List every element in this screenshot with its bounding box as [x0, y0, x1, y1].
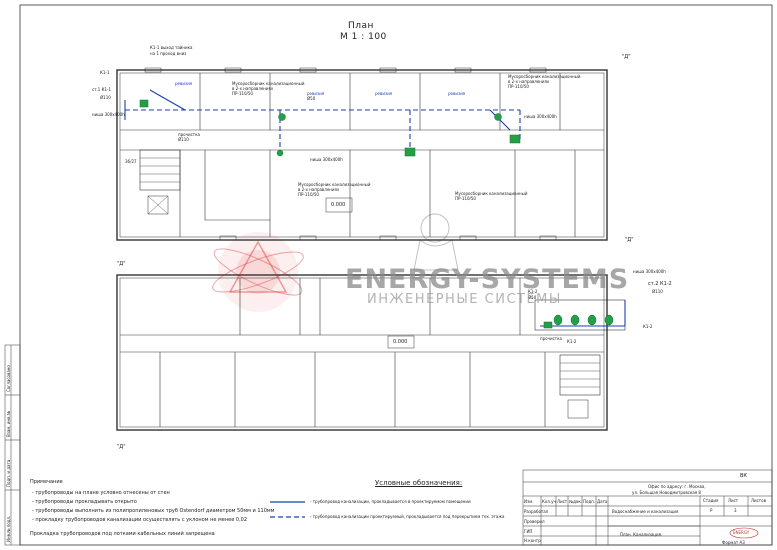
pipe-label-d50-a: Ø50: [307, 96, 316, 101]
pipe-label-k1-2-a: К1-2: [528, 289, 538, 294]
toilet-code-d: ПР-110/50: [455, 196, 476, 201]
toilet-code-c: ПР-110/50: [508, 84, 529, 89]
toilet-note-a2: в 2-х направлениях: [232, 86, 274, 91]
toilet-note-b: Мусоросборник канализационный: [298, 182, 371, 187]
area-value-lower: 0.000: [393, 339, 408, 345]
axis-label-right: "Д": [625, 237, 634, 243]
sheet-frame: [19, 4, 773, 546]
stamp-sheet-name: План. Канализация.: [620, 532, 663, 537]
pipe-label-revision-d: ревизия: [448, 91, 466, 96]
lower-pipes: [540, 300, 626, 327]
watermark-tagline: ИНЖЕНЕРНЫЕ СИСТЕМЫ: [367, 292, 562, 307]
lower-fixtures: [543, 314, 614, 329]
upper-floor-plan: [116, 67, 608, 241]
upper-pipes: [124, 89, 521, 150]
pipe-label-revision-c: ревизия: [375, 91, 393, 96]
stamp-col-doc: №док.: [569, 499, 583, 504]
axis-label-top-right: "Д": [622, 54, 631, 60]
pipe-label-niche-b: ниша 300х400h: [310, 157, 343, 162]
toilet-note-c: Мусоросборник канализационный: [508, 74, 581, 79]
note-item-2: - трубопроводы прокладывать открыто: [32, 499, 137, 505]
pipe-label-k1-2-c: К1-2: [567, 339, 577, 344]
stamp-address-1: Офис по адресу: г. Москва,: [648, 484, 706, 489]
watermark-logo: [212, 213, 459, 312]
pipe-label-vent-sub: на 1 проход вниз: [150, 51, 187, 56]
area-value-upper: 0.000: [331, 202, 346, 208]
pipe-label-k1-2-b: К1-2: [643, 324, 653, 329]
legend-title: Условные обозначения:: [375, 479, 463, 487]
stamp-col-list: Лист: [557, 499, 568, 504]
pipe-label-st1: ст.1 К1-1: [92, 87, 111, 92]
toilet-code-a: ПР-110/50: [232, 91, 253, 96]
watermark-brand: ENERGY-SYSTEMS: [345, 264, 630, 295]
note-item-3: - трубопроводы выполнить из полипропилен…: [32, 508, 275, 514]
toilet-code-b: ПР-110/50: [298, 192, 319, 197]
stamp-col-date: Дата: [597, 499, 608, 504]
plan-title: План: [348, 21, 374, 31]
toilet-note-d: Мусоросборник канализационный: [455, 191, 528, 196]
upper-fixtures: [139, 99, 521, 157]
pipe-label-d110-a: Ø110: [100, 95, 111, 100]
stamp-sheets-header: Листов: [751, 498, 766, 503]
side-field-4: Инв.№ подл.: [6, 515, 11, 542]
toilet-note-b2: в 2-х направлениях: [298, 187, 340, 192]
stamp-col-izm: Изм.: [524, 499, 534, 504]
stamp-format: Формат А3: [722, 540, 745, 545]
pipe-label-k1-1-a: К1-1: [100, 70, 110, 75]
stamp-sheet: 3: [734, 508, 737, 513]
pipe-label-cleanout-a: прочистка: [178, 132, 200, 137]
stamp-role-4: Н.контр: [524, 538, 541, 543]
stamp-stage: Р: [710, 508, 713, 513]
stair-label: 36/27: [125, 159, 137, 164]
stamp-section: Водоснабжение и канализация: [612, 509, 679, 514]
pipe-label-niche-a: ниша 300х400h: [92, 112, 125, 117]
pipe-label-d50-lower: Ø50: [528, 295, 537, 300]
stamp-col-kol: Кол.уч: [542, 499, 556, 504]
notes-heading: Примечание: [30, 479, 63, 485]
side-field-3: Подп. и дата: [6, 459, 11, 487]
pipe-label-niche-c: ниша 300х400h: [524, 114, 557, 119]
toilet-note-a: Мусоросборник канализационный: [232, 81, 305, 86]
pipe-label-revision-b: ревизия: [307, 91, 325, 96]
notes-footer: Прокладка трубопроводов под лотками кабе…: [30, 531, 215, 537]
pipe-label-d110-b: Ø110: [178, 137, 189, 142]
stamp-role-1: Разработал: [524, 509, 549, 514]
pipe-label-st2: ст.2 К1-2: [648, 281, 672, 287]
legend-symbols: [270, 501, 305, 518]
axis-label-bottom: "Д": [117, 444, 126, 450]
axis-label-left: "Д": [117, 261, 126, 267]
side-field-2: Взам. инв.№: [6, 411, 11, 437]
stamp-logo-text: ENERGY: [733, 530, 750, 535]
pipe-label-niche-lower: ниша 300х400h: [633, 269, 666, 274]
side-stamp: [4, 344, 21, 546]
stamp-role-2: Проверил: [524, 519, 545, 524]
side-field-1: Согласовано: [6, 365, 11, 392]
stamp-col-sign: Подп.: [583, 499, 596, 504]
stamp-address-2: ул. Большая Новодмитровская 8: [632, 490, 701, 495]
stamp-role-3: ГИП: [524, 529, 533, 534]
pipe-label-d110-lower: Ø110: [652, 289, 663, 294]
stamp-code: ВК: [740, 473, 747, 479]
pipe-label-cleanout-lower: прочистка: [540, 336, 562, 341]
stamp-stage-header: Стадия: [703, 498, 719, 503]
pipe-label-revision-a: ревизия: [175, 81, 193, 86]
title-block: [522, 469, 773, 546]
pipe-label-vent: К1-1 выход тайника: [150, 45, 193, 50]
stamp-sheet-header: Лист: [728, 498, 739, 503]
legend-item-1: - трубопровод канализации, прокладываетс…: [310, 499, 471, 504]
note-item-1: - трубопроводы на плане условно отнесены…: [32, 490, 170, 496]
toilet-note-c2: в 2-х направлениях: [508, 79, 550, 84]
legend-item-2: - трубопровод канализации проектируемый,…: [310, 514, 505, 519]
stamp-logo: [729, 527, 759, 539]
note-item-4: - прокладку трубопроводов канализации ос…: [32, 517, 248, 523]
plan-scale: М 1 : 100: [340, 32, 387, 42]
